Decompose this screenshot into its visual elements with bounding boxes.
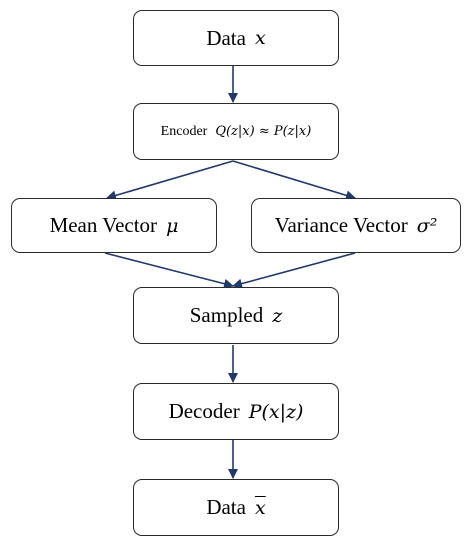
node-label: Mean Vector [49, 213, 158, 237]
node-math: P(x|z) [248, 400, 304, 423]
node-encoder: Encoder Q(z|x) ≈ P(z|x) [133, 103, 339, 160]
node-math: Q(z|x) ≈ P(z|x) [215, 124, 312, 139]
node-label: Decoder [168, 399, 240, 423]
node-sampled-z: Sampled z [133, 287, 339, 344]
node-label: Variance Vector [274, 213, 408, 237]
edge-variance-to-sampled [232, 252, 356, 289]
edge-encoder-to-variance [232, 160, 356, 201]
node-math: z [272, 304, 283, 327]
node-math: x [254, 496, 266, 519]
node-math: σ² [416, 214, 438, 237]
node-math: μ [166, 214, 179, 237]
node-label: Sampled [189, 303, 264, 327]
node-data-xbar: Data x [133, 479, 339, 536]
node-mean-vector: Mean Vector μ [11, 198, 217, 253]
edge-mean-to-sampled [104, 252, 234, 289]
edge-encoder-to-mean [106, 160, 234, 201]
node-label: Data [206, 495, 246, 519]
node-math: x [254, 27, 266, 49]
node-label: Encoder [160, 123, 208, 139]
node-decoder: Decoder P(x|z) [133, 383, 339, 440]
node-variance-vector: Variance Vector σ² [251, 198, 461, 253]
node-data-x: Data x [133, 10, 339, 66]
node-label: Data [206, 25, 246, 50]
